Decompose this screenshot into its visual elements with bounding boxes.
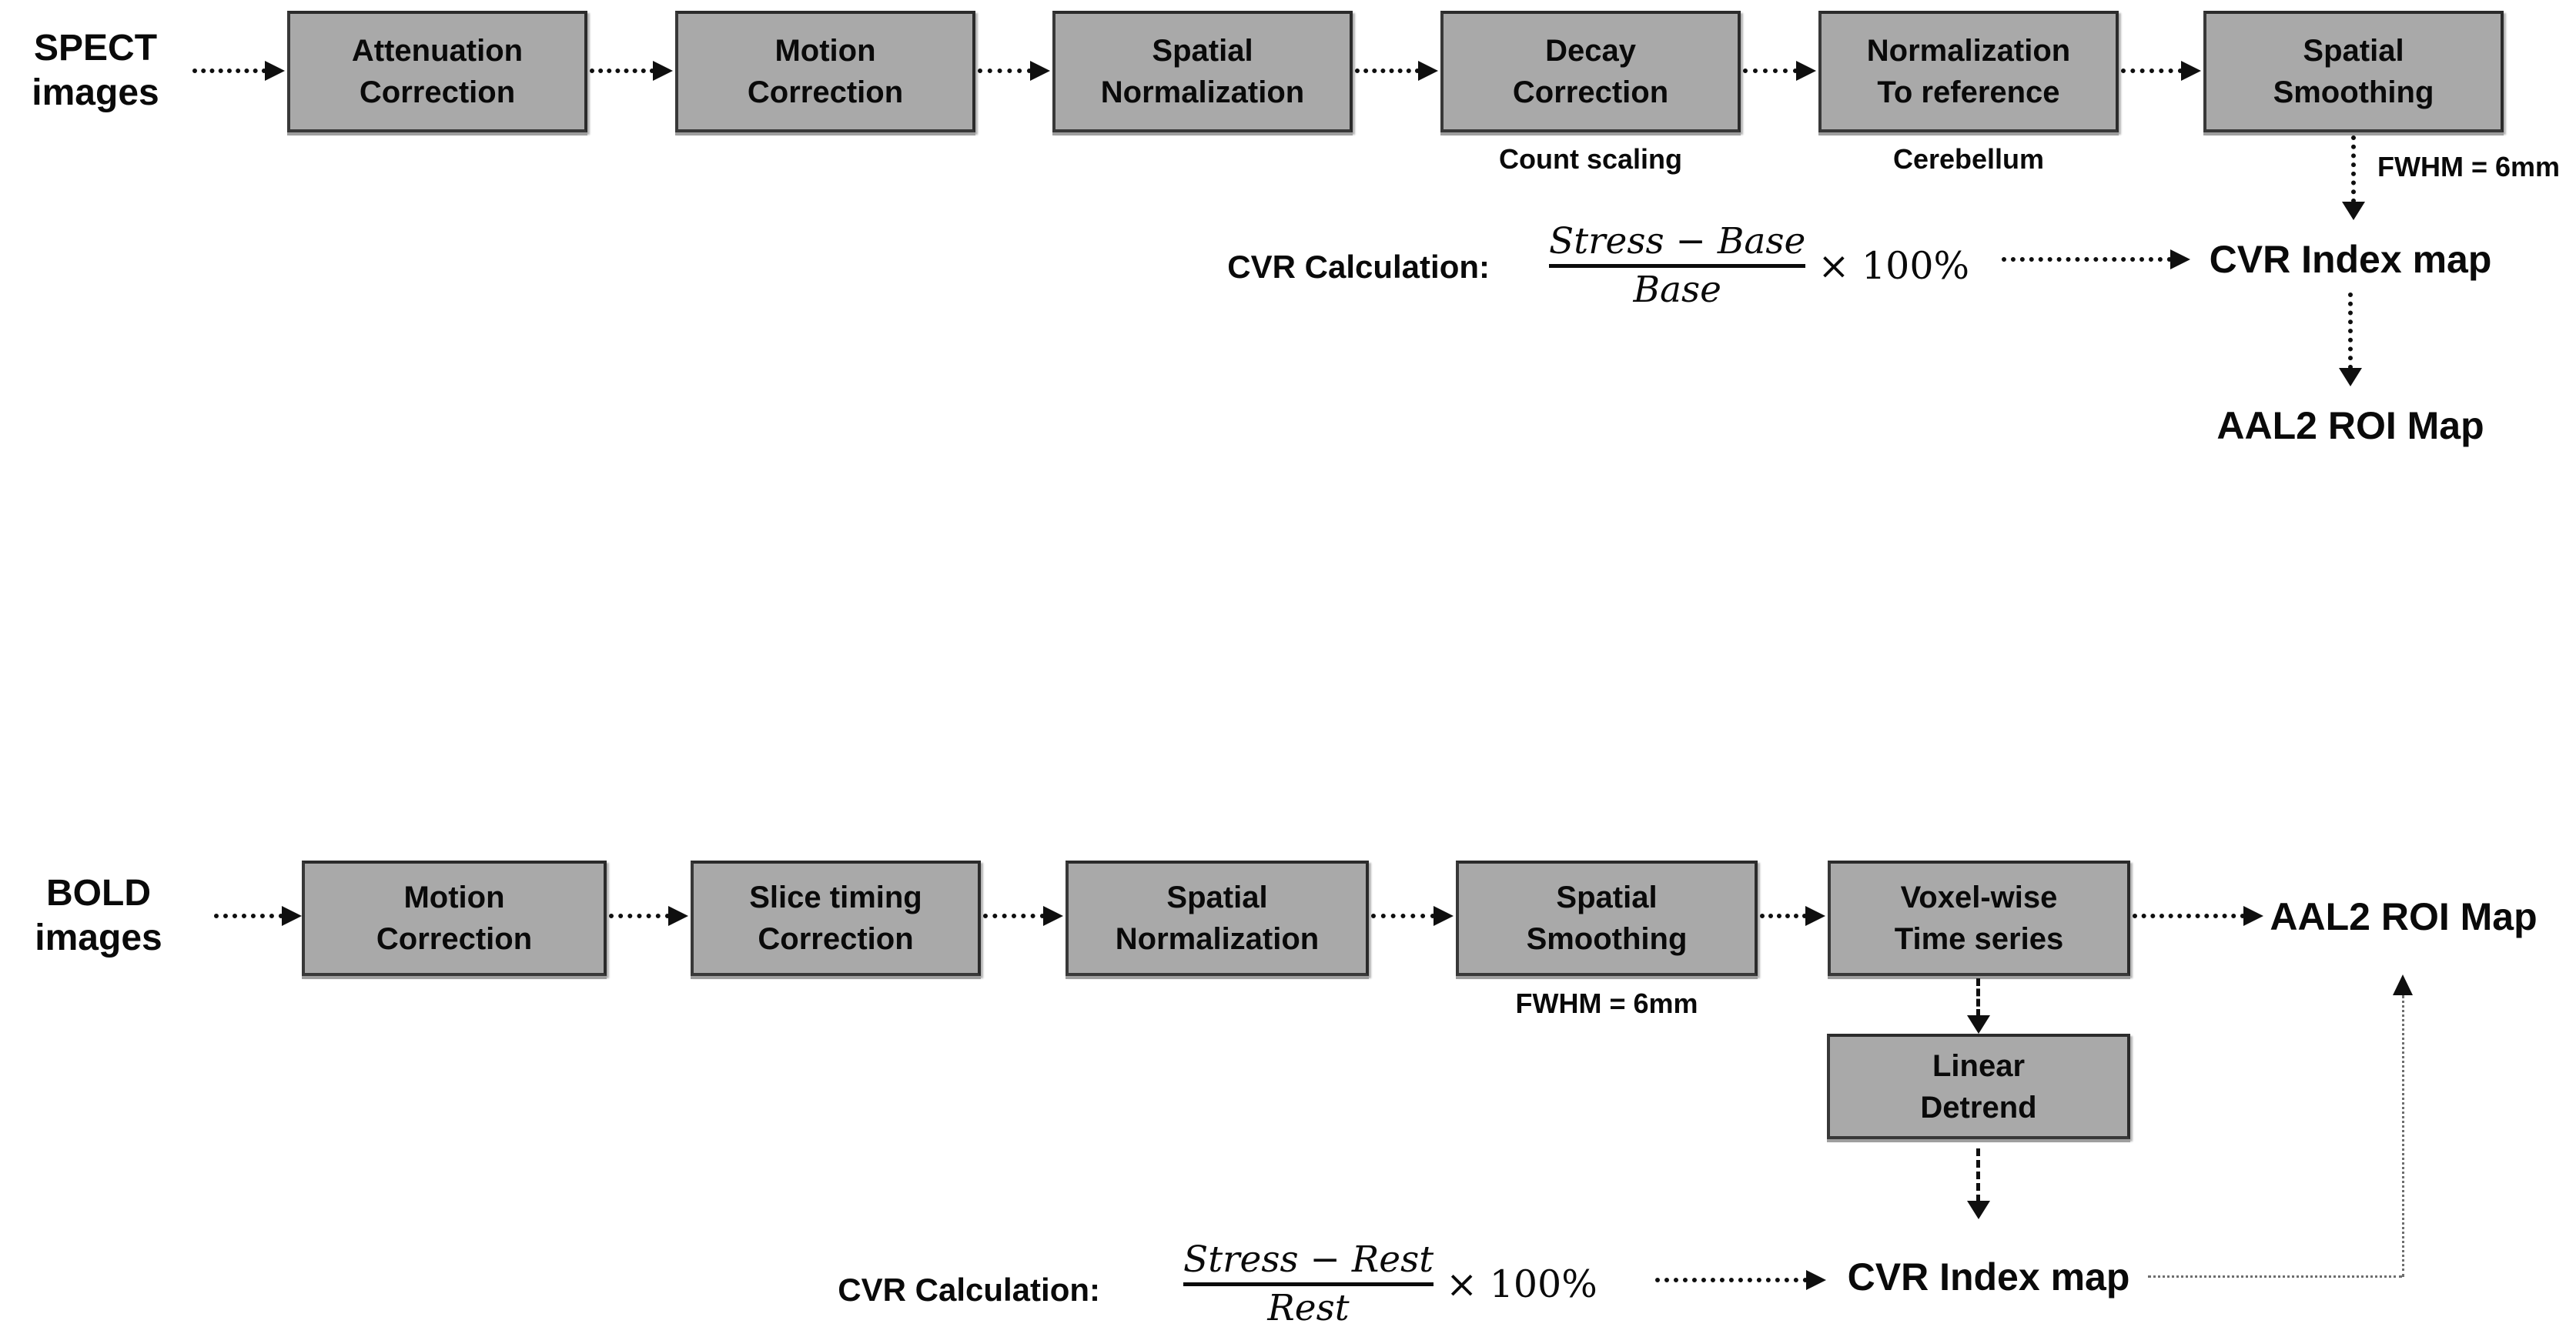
formula-multiplier: × 100%: [1446, 1262, 1597, 1306]
elbow-connector-horizontal: [2148, 1275, 2402, 1278]
arrowhead-icon: [2181, 61, 2201, 81]
arrow-voxelwise-to-detrend: [1967, 978, 1990, 1034]
arrow-line: [609, 914, 670, 918]
arrow-line: [1976, 1148, 1980, 1202]
arrowhead-icon: [1434, 906, 1454, 926]
arrow-line: [2348, 292, 2353, 369]
arrow-line: [2133, 914, 2245, 918]
arrowhead-icon: [1796, 61, 1816, 81]
arrow-attenuation-to-motion: [590, 61, 673, 81]
arrow-line: [1760, 914, 1807, 918]
arrowhead-icon: [653, 61, 673, 81]
arrow-motion-to-slicetiming: [609, 906, 688, 926]
spect-normref-sublabel: Cerebellum: [1892, 143, 2045, 175]
arrowhead-icon: [2339, 368, 2362, 386]
arrow-line: [590, 69, 654, 73]
arrowhead-icon: [1967, 1015, 1990, 1034]
arrow-smoothing-to-voxelwise: [1760, 906, 1825, 926]
arrow-formula-to-cvrmap-spect: [2002, 249, 2190, 269]
arrow-line: [2121, 69, 2183, 73]
arrowhead-icon: [265, 61, 285, 81]
bold-box-motion-correction: Motion Correction: [302, 861, 607, 976]
arrowhead-icon: [1418, 61, 1438, 81]
arrow-line: [978, 69, 1032, 73]
bold-source-label: BOLD images: [35, 873, 162, 958]
spect-box-motion-correction: Motion Correction: [675, 11, 975, 132]
arrow-line: [1355, 69, 1420, 73]
arrow-line: [2351, 135, 2356, 203]
arrow-cvrmap-to-aal2-spect: [2339, 292, 2362, 386]
arrow-decay-to-normref: [1743, 61, 1816, 81]
elbow-connector-vertical: [2402, 995, 2404, 1277]
arrow-smoothing-to-cvrmap: [2342, 135, 2365, 220]
bold-cvr-formula: Stress − Rest Rest × 100%: [1183, 1238, 1597, 1327]
arrow-motion-to-spatialnorm: [978, 61, 1050, 81]
spect-box-spatial-normalization: Spatial Normalization: [1052, 11, 1353, 132]
spect-box-decay-correction: Decay Correction: [1440, 11, 1741, 132]
arrowhead-icon: [2342, 202, 2365, 220]
arrow-detrend-to-cvrmap: [1967, 1148, 1990, 1219]
spect-cvr-index-map-label: CVR Index map: [2209, 238, 2492, 281]
bold-aal2-roi-map-label: AAL2 ROI Map: [2270, 895, 2538, 938]
arrowhead-icon: [1967, 1201, 1990, 1219]
spect-box-attenuation-correction: Attenuation Correction: [287, 11, 587, 132]
arrowhead-up-icon: [2393, 974, 2413, 995]
arrow-spect-to-attenuation: [192, 61, 285, 81]
bold-cvr-calculation-label: CVR Calculation:: [838, 1272, 1100, 1308]
fraction: Stress − Rest Rest: [1183, 1238, 1434, 1327]
arrowhead-icon: [1043, 906, 1063, 926]
arrowhead-icon: [2170, 249, 2190, 269]
spect-box-spatial-smoothing: Spatial Smoothing: [2203, 11, 2504, 132]
bold-box-spatial-smoothing: Spatial Smoothing: [1456, 861, 1758, 976]
arrow-line: [1371, 914, 1435, 918]
arrow-formula-to-cvrmap-bold: [1655, 1270, 1826, 1290]
spect-cvr-calculation-label: CVR Calculation:: [1227, 249, 1490, 285]
arrow-spatialnorm-to-decay: [1355, 61, 1438, 81]
arrowhead-icon: [2243, 906, 2263, 926]
fraction: Stress − Base Base: [1549, 219, 1806, 313]
spect-cvr-formula: Stress − Base Base × 100%: [1549, 219, 1969, 313]
arrow-voxelwise-to-aal2: [2133, 906, 2263, 926]
arrow-line: [983, 914, 1045, 918]
arrowhead-icon: [668, 906, 688, 926]
bold-box-slice-timing-correction: Slice timing Correction: [691, 861, 981, 976]
bold-cvr-index-map-label: CVR Index map: [1847, 1255, 2130, 1299]
arrowhead-icon: [1030, 61, 1050, 81]
fraction-denominator: Base: [1633, 269, 1721, 311]
formula-multiplier: × 100%: [1818, 244, 1970, 288]
spect-fwhm-sublabel: FWHM = 6mm: [2377, 151, 2561, 182]
arrow-slicetiming-to-spatialnorm: [983, 906, 1063, 926]
arrow-line: [214, 914, 283, 918]
fraction-numerator: Stress − Base: [1549, 220, 1806, 262]
bold-box-linear-detrend: Linear Detrend: [1827, 1034, 2130, 1139]
bold-box-spatial-normalization: Spatial Normalization: [1066, 861, 1369, 976]
arrow-line: [1976, 978, 1980, 1017]
fraction-numerator: Stress − Rest: [1183, 1238, 1434, 1281]
spect-source-label: SPECT images: [32, 28, 159, 113]
spect-decay-sublabel: Count scaling: [1498, 143, 1682, 175]
arrow-bold-to-motion: [214, 906, 302, 926]
spect-box-normalization-to-reference: Normalization To reference: [1818, 11, 2119, 132]
arrow-normref-to-smoothing: [2121, 61, 2201, 81]
arrowhead-icon: [282, 906, 302, 926]
fraction-bar: [1183, 1282, 1434, 1286]
fraction-bar: [1549, 264, 1806, 268]
spect-aal2-roi-map-label: AAL2 ROI Map: [2216, 404, 2484, 447]
arrow-line: [2002, 257, 2172, 262]
arrowhead-icon: [1806, 1270, 1826, 1290]
bold-fwhm-sublabel: FWHM = 6mm: [1515, 988, 1698, 1019]
arrow-line: [1655, 1278, 1808, 1282]
arrow-line: [192, 69, 266, 73]
fraction-denominator: Rest: [1267, 1287, 1350, 1327]
bold-box-voxelwise-time-series: Voxel-wise Time series: [1828, 861, 2130, 976]
arrow-spatialnorm-to-smoothing-bold: [1371, 906, 1454, 926]
arrowhead-icon: [1805, 906, 1825, 926]
arrow-line: [1743, 69, 1798, 73]
